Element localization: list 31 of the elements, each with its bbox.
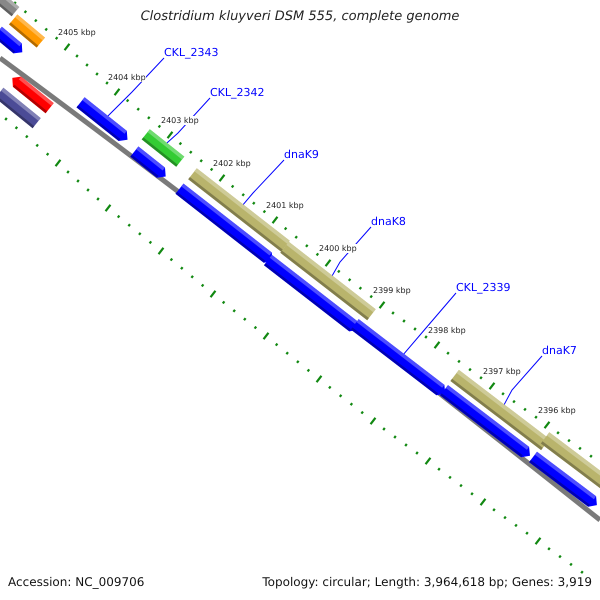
- gene-label: CKL_2339: [456, 281, 511, 294]
- gene-label: CKL_2342: [210, 86, 265, 99]
- title: Clostridium kluyveri DSM 555, complete genome: [140, 9, 460, 24]
- position-label: 2397 kbp: [483, 367, 521, 376]
- gene-label: dnaK8: [371, 215, 406, 228]
- leader-line: [108, 58, 164, 116]
- genome-info-text: Topology: circular; Length: 3,964,618 bp; Genes: 3,919: [262, 575, 592, 589]
- gene-feature: [0, 0, 20, 16]
- position-label: 2399 kbp: [373, 286, 411, 295]
- position-label: 2405 kbp: [58, 28, 96, 37]
- gene-label: CKL_2343: [164, 46, 219, 59]
- position-label: 2396 kbp: [538, 406, 576, 415]
- gene-feature: [440, 385, 530, 458]
- leader-line: [403, 292, 456, 354]
- position-label: 2404 kbp: [108, 73, 146, 82]
- gene-feature: [264, 254, 358, 332]
- position-label: 2400 kbp: [319, 244, 357, 253]
- gene-feature: [0, 88, 41, 128]
- gene-feature: [130, 146, 166, 178]
- gene-feature: [0, 26, 22, 54]
- position-label: 2403 kbp: [161, 116, 199, 125]
- gene-feature: [76, 97, 128, 141]
- position-label: 2401 kbp: [266, 201, 304, 210]
- leader-line: [242, 160, 284, 205]
- leader-line: [504, 356, 542, 405]
- position-label: 2402 kbp: [213, 159, 251, 168]
- gene-label: dnaK7: [542, 344, 577, 357]
- accession-text: Accession: NC_009706: [8, 575, 144, 589]
- position-label: 2398 kbp: [428, 326, 466, 335]
- gene-label: dnaK9: [284, 148, 319, 161]
- gene-feature: [529, 452, 597, 507]
